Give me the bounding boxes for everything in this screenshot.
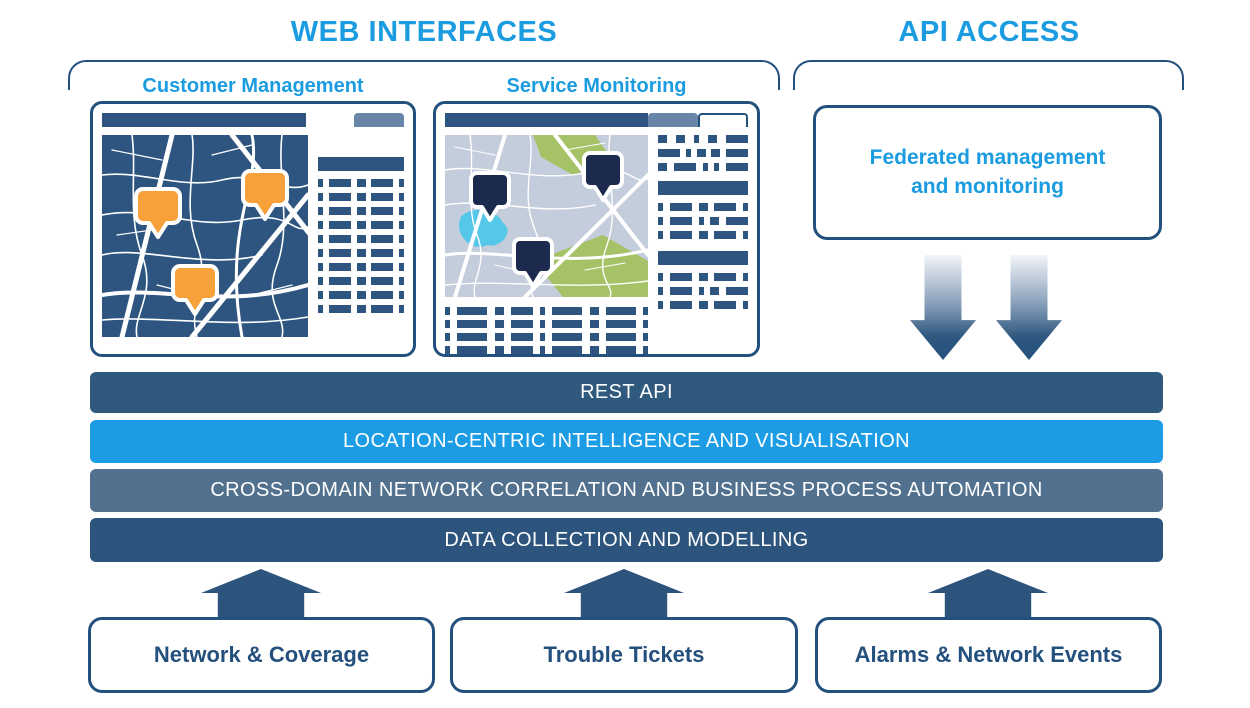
monitoring-list-panel xyxy=(658,135,748,359)
web-interfaces-group-outline xyxy=(68,60,780,90)
customer-management-label: Customer Management xyxy=(142,75,364,97)
toolbar-tab xyxy=(306,113,354,127)
up-arrow-icon xyxy=(928,569,1048,617)
map-pin-icon xyxy=(134,169,289,316)
source-alarms-network-events: Alarms & Network Events xyxy=(815,617,1162,693)
toolbar-bar xyxy=(102,113,306,127)
toolbar-button xyxy=(354,113,404,127)
federated-management-label: Federated management and monitoring xyxy=(869,146,1106,198)
layer-label: REST API xyxy=(580,381,673,403)
customer-map xyxy=(100,132,345,340)
up-arrow-icon xyxy=(564,569,684,617)
api-access-title: API ACCESS xyxy=(898,16,1080,48)
down-arrow-icon xyxy=(996,255,1062,360)
list-rows xyxy=(658,135,748,171)
browser-toolbar xyxy=(445,113,748,127)
source-label: Trouble Tickets xyxy=(543,642,705,667)
toolbar-bar xyxy=(445,113,648,127)
layer-cross-domain-correlation: CROSS-DOMAIN NETWORK CORRELATION AND BUS… xyxy=(90,469,1163,512)
layer-label: CROSS-DOMAIN NETWORK CORRELATION AND BUS… xyxy=(210,479,1043,501)
customer-list-panel xyxy=(318,135,404,337)
source-network-coverage: Network & Coverage xyxy=(88,617,435,693)
source-label: Alarms & Network Events xyxy=(854,642,1123,667)
source-trouble-tickets: Trouble Tickets xyxy=(450,617,798,693)
list-header-bar xyxy=(318,157,404,171)
up-arrow-icon xyxy=(201,569,321,617)
list-rows xyxy=(658,203,748,239)
customer-management-panel xyxy=(90,101,416,357)
federated-management-box: Federated management and monitoring xyxy=(813,105,1162,240)
layer-label: DATA COLLECTION AND MODELLING xyxy=(444,528,809,551)
source-label: Network & Coverage xyxy=(153,642,370,667)
list-header-bar xyxy=(658,251,748,265)
list-header-bar xyxy=(658,181,748,195)
service-map xyxy=(443,133,650,299)
layer-location-intelligence: LOCATION-CENTRIC INTELLIGENCE AND VISUAL… xyxy=(90,420,1163,463)
layer-data-collection: DATA COLLECTION AND MODELLING xyxy=(90,518,1163,562)
toolbar-tab xyxy=(698,113,748,127)
toolbar-button xyxy=(648,113,698,127)
service-monitoring-label: Service Monitoring xyxy=(506,75,687,97)
layer-label: LOCATION-CENTRIC INTELLIGENCE AND VISUAL… xyxy=(342,430,911,452)
list-rows xyxy=(658,273,748,309)
api-access-group-outline xyxy=(793,60,1184,90)
service-monitoring-panel xyxy=(433,101,760,357)
browser-toolbar xyxy=(102,113,404,127)
list-rows xyxy=(318,179,404,313)
down-arrow-icon xyxy=(910,255,976,360)
web-interfaces-title: WEB INTERFACES xyxy=(290,16,558,48)
event-rows xyxy=(445,307,648,354)
map-pin-icon xyxy=(469,151,624,288)
layer-rest-api: REST API xyxy=(90,372,1163,413)
